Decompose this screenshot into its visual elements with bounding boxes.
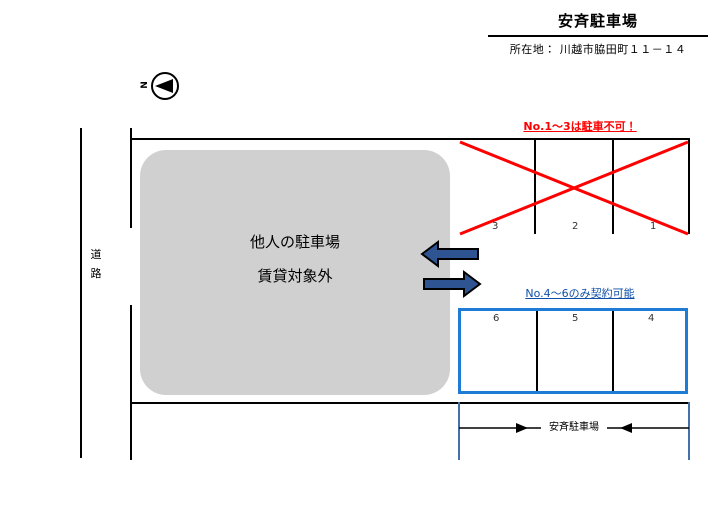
stall-number-5: 5 (572, 313, 579, 324)
road-label-char-1: 道 (90, 248, 102, 261)
stall-number-4: 4 (648, 313, 655, 324)
page-title: 安斉駐車場 (557, 12, 638, 30)
title-block: 安斉駐車場 所在地： 川越市脇田町１１－１４ (488, 10, 708, 57)
road-right-edge-upper (130, 128, 132, 228)
road-label: 道 路 (86, 245, 106, 283)
stall-6: 6 (461, 311, 536, 391)
dimension-label: 安斉駐車場 (541, 418, 607, 438)
neighbour-parking-label: 他人の駐車場 賃貸対象外 (140, 225, 450, 293)
stall-group-contract: 6 5 4 (458, 308, 688, 394)
address-value: 川越市脇田町１１－１４ (559, 43, 687, 56)
dimension-extension-right (688, 402, 690, 460)
road-right-edge-lower (130, 305, 132, 460)
compass-needle (155, 79, 173, 93)
contract-available-notice: No.4〜6のみ契約可能 (525, 287, 635, 300)
stall-3: 3 (458, 140, 534, 234)
stall-group-no-parking: 3 2 1 (458, 140, 688, 234)
stall-number-6: 6 (493, 313, 500, 324)
arrow-left-icon (420, 240, 479, 268)
address-line: 所在地： 川越市脇田町１１－１４ (488, 41, 708, 57)
compass-label: N (139, 81, 150, 89)
site-boundary-bottom (130, 402, 690, 404)
dimension-extension-left (458, 402, 460, 460)
dimension-row: 安斉駐車場 (458, 418, 690, 438)
site-boundary-right (688, 138, 690, 234)
stall-number-2: 2 (572, 221, 579, 232)
access-direction-arrows (420, 240, 482, 298)
stall-4: 4 (612, 311, 685, 391)
compass-north-icon: N (140, 72, 181, 108)
address-label: 所在地： (509, 43, 556, 56)
stall-5: 5 (536, 311, 612, 391)
neighbour-label-line1: 他人の駐車場 (249, 233, 340, 251)
stall-number-1: 1 (650, 221, 657, 232)
stall-1: 1 (612, 140, 688, 234)
stall-number-3: 3 (492, 221, 499, 232)
neighbour-label-line2: 賃貸対象外 (257, 267, 333, 285)
site-boundary-top (130, 138, 690, 140)
title-divider (488, 35, 708, 37)
no-parking-notice: No.1〜3は駐車不可！ (523, 120, 637, 133)
neighbour-parking-area (140, 150, 450, 395)
stall-2: 2 (534, 140, 612, 234)
road-label-char-2: 路 (90, 267, 102, 280)
road-left-edge (80, 128, 82, 458)
arrow-right-icon (423, 270, 482, 298)
